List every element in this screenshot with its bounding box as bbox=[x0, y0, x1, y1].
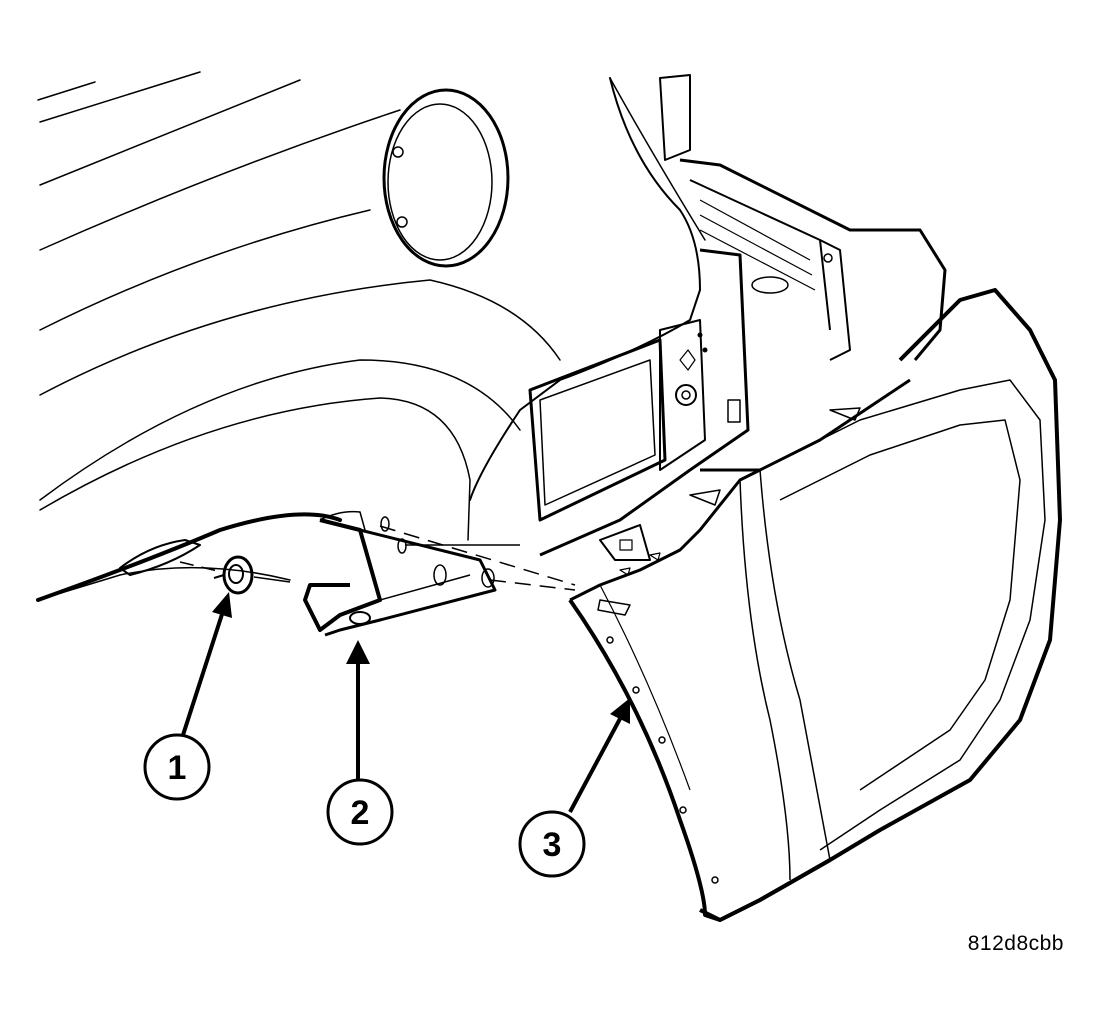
callout-1-balloon bbox=[143, 733, 211, 801]
callout-2-arrowhead bbox=[346, 640, 370, 664]
callout-3-balloon bbox=[518, 810, 586, 878]
tailgate-opening bbox=[659, 74, 947, 361]
callout-1-arrowhead bbox=[212, 592, 232, 618]
callout-3-arrowhead bbox=[610, 698, 630, 724]
alignment-lines bbox=[179, 516, 576, 591]
callout-3-number: 3 bbox=[543, 826, 562, 864]
mounting-bracket bbox=[303, 510, 497, 637]
callout-1-number: 1 bbox=[168, 749, 187, 787]
callout-2-number: 2 bbox=[351, 794, 370, 832]
callout-2-balloon bbox=[326, 778, 394, 846]
callout-3: 3 bbox=[518, 698, 630, 878]
inner-quarter-panel bbox=[528, 248, 750, 561]
vehicle-body-quarter-panel bbox=[36, 71, 706, 602]
callout-3-leader bbox=[568, 714, 624, 813]
callout-1-leader bbox=[181, 604, 227, 736]
figure-id-label: 812d8cbb bbox=[967, 932, 1064, 955]
fender-flare bbox=[568, 468, 831, 922]
push-pin-retainer bbox=[213, 555, 254, 595]
fuel-filler-door bbox=[382, 88, 510, 268]
callout-1: 1 bbox=[143, 592, 232, 801]
callout-2: 2 bbox=[326, 640, 394, 846]
